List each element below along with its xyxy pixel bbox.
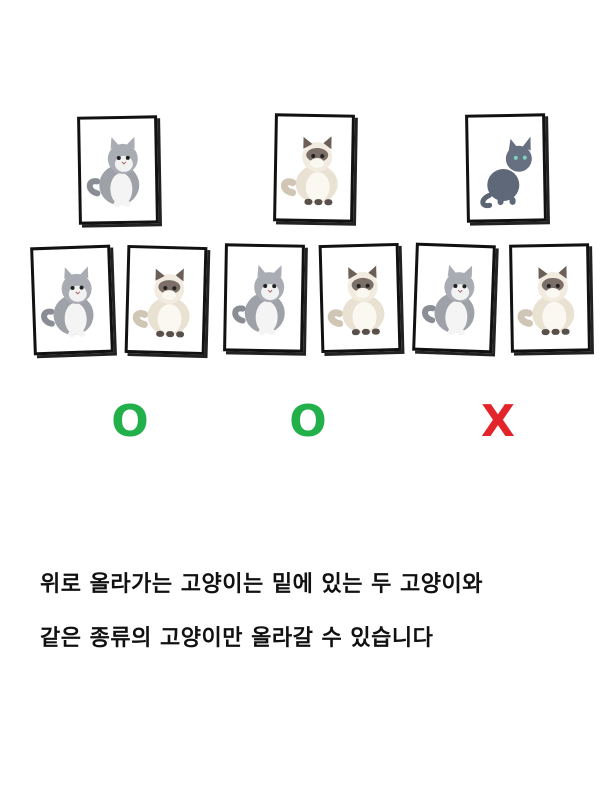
bottom-cat-card-3b [509,243,591,353]
top-cat-card-1 [77,115,159,225]
cream-seal-ragdoll-cat-icon [516,258,585,339]
caption-line-2: 같은 종류의 고양이만 올라갈 수 있습니다 [40,626,434,651]
caption-line-1: 위로 올라가는 고양이는 밑에 있는 두 고양이와 [40,572,484,597]
blue-gray-shorthair-cat-icon [472,128,541,209]
bottom-cat-card-2a [223,243,305,353]
result-mark-2: O [289,396,327,447]
bottom-cat-card-2b [318,242,402,354]
cream-seal-ragdoll-cat-icon [132,260,202,342]
cream-seal-ragdoll-cat-icon [280,128,349,209]
top-cat-card-3 [465,113,547,223]
top-cat-card-2 [273,113,355,223]
result-mark-1: O [111,396,149,447]
gray-white-longhair-cat-icon [420,258,491,340]
gray-white-longhair-cat-icon [230,258,299,339]
bottom-cat-card-1a [30,244,114,356]
bottom-cat-card-1b [124,244,208,356]
bottom-cat-card-3a [412,242,496,354]
cream-seal-ragdoll-cat-icon [326,258,396,340]
gray-white-longhair-cat-icon [84,130,153,211]
gray-white-longhair-cat-icon [38,260,109,342]
result-mark-3: X [481,396,515,447]
